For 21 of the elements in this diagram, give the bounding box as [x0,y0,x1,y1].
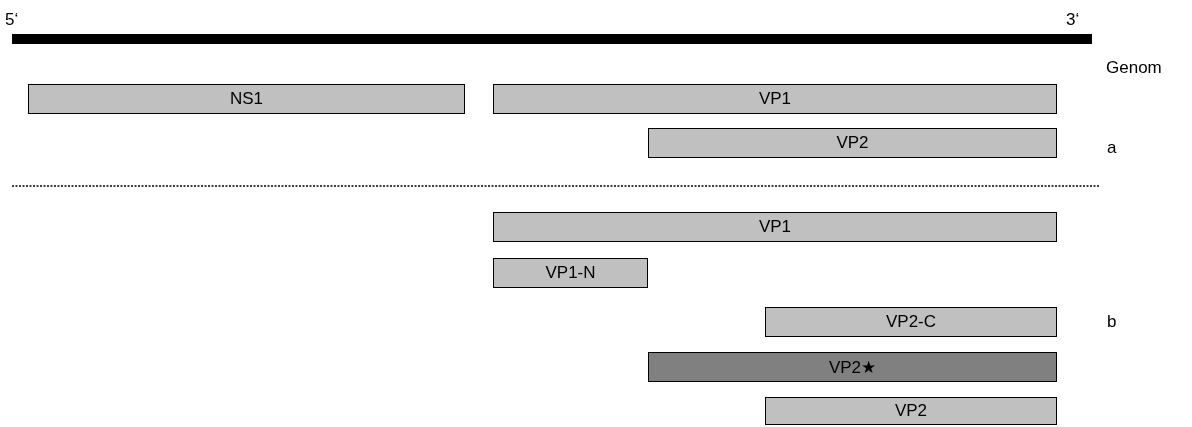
protein-name: VP2-C [885,312,937,332]
protein-name: NS1 [229,89,264,109]
track-label: Genom [1106,58,1162,78]
protein-bar [648,352,1057,382]
end-label: 3‘ [1066,10,1080,30]
protein-name: VP2 [894,401,928,421]
protein-bar [493,84,1057,114]
protein-name: VP2 [836,133,869,153]
protein-bar [493,212,1057,242]
protein-bar [493,258,648,288]
protein-name: VP1-N [545,263,596,283]
protein-bar [28,84,465,114]
end-label: 5‘ [5,10,19,30]
protein-bar [765,397,1057,425]
panel-label: b [1107,312,1117,332]
panel-label: a [1107,138,1117,158]
protein-name: VP1 [758,217,792,237]
protein-bar [765,307,1057,337]
protein-name: VP2★ [828,356,877,378]
protein-bar [648,128,1057,158]
protein-name: VP1 [758,89,792,109]
